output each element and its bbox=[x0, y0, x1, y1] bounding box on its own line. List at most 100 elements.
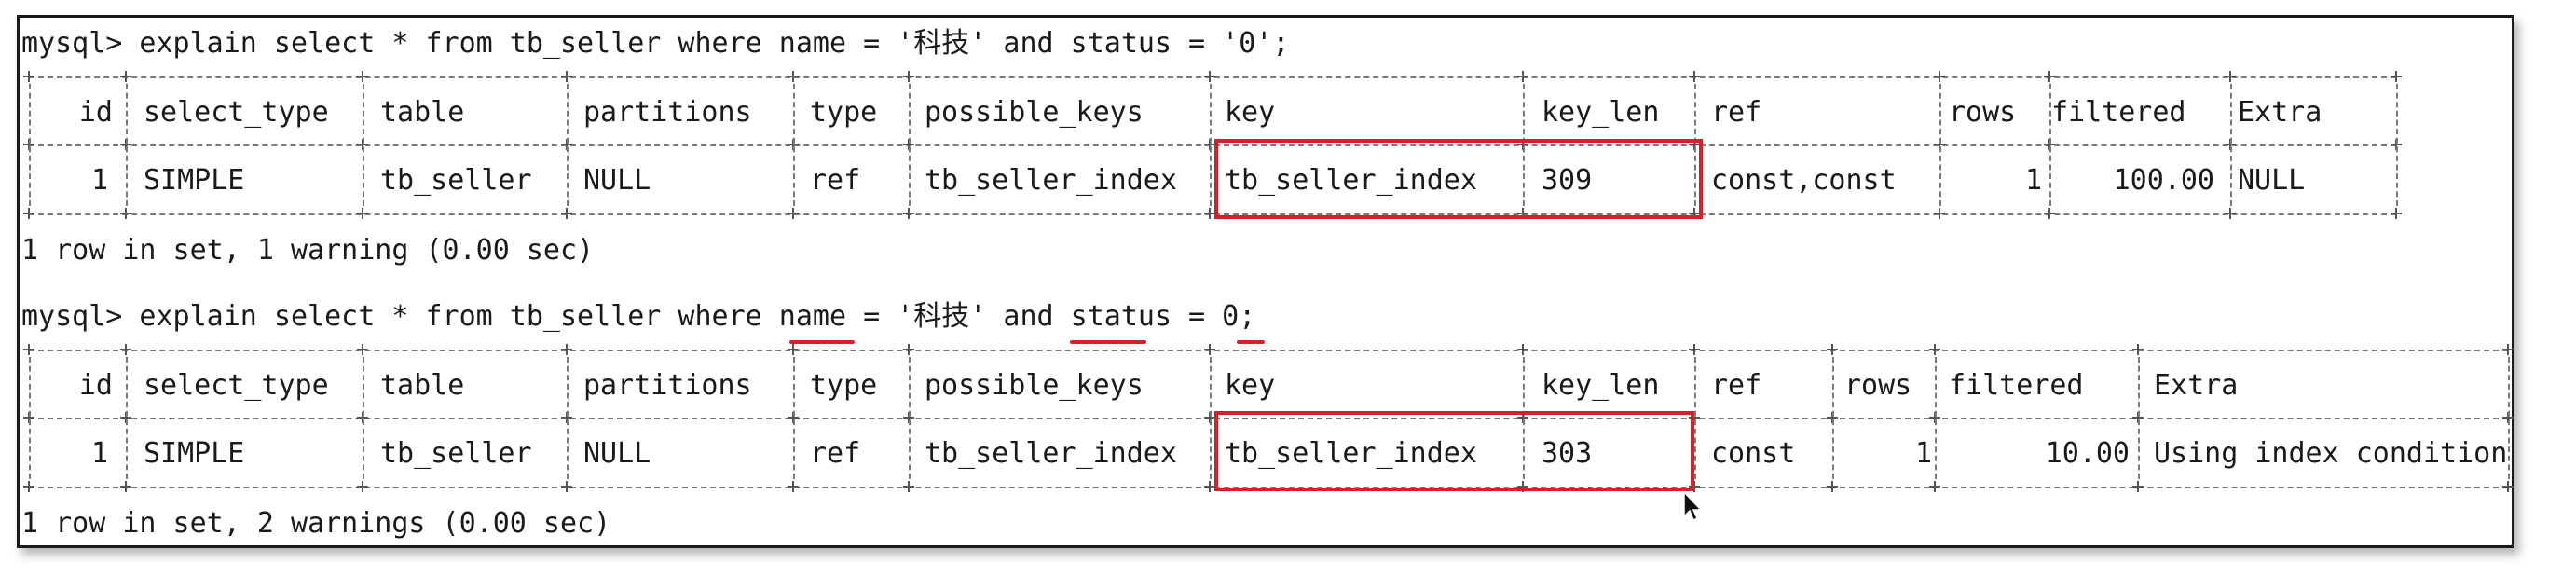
table-corner bbox=[23, 481, 34, 492]
q1-cell-select-type: SIMPLE bbox=[144, 164, 245, 197]
table-corner bbox=[120, 344, 131, 355]
q2-header-type: type bbox=[810, 369, 878, 402]
q1-cell-partitions: NULL bbox=[583, 164, 651, 197]
underline-name bbox=[789, 340, 855, 344]
q2-cell-type: ref bbox=[810, 437, 861, 470]
q1-header-rows: rows bbox=[1949, 96, 2017, 129]
table-corner bbox=[903, 208, 914, 219]
table-corner bbox=[1517, 481, 1528, 492]
table-corner bbox=[1929, 481, 1940, 492]
table-corner bbox=[788, 481, 799, 492]
table-column-divider bbox=[793, 357, 795, 479]
table-corner bbox=[1204, 481, 1215, 492]
table-corner bbox=[1204, 208, 1215, 219]
table-column-divider bbox=[793, 84, 795, 206]
table-column-divider bbox=[567, 357, 569, 479]
table-column-divider bbox=[126, 84, 128, 206]
table-column-divider bbox=[2049, 84, 2051, 206]
table-corner bbox=[1204, 344, 1215, 355]
table-column-divider bbox=[1523, 357, 1525, 479]
q1-header-filtered: filtered bbox=[2051, 96, 2186, 129]
q2-header-partitions: partitions bbox=[583, 369, 752, 402]
query1-command: mysql> explain select * from tb_seller w… bbox=[21, 27, 1290, 60]
table-corner bbox=[1517, 71, 1528, 82]
q2-cell-possible-keys: tb_seller_index bbox=[925, 437, 1177, 470]
table-corner bbox=[903, 481, 914, 492]
q1-header-key-len: key_len bbox=[1541, 96, 1660, 129]
query2-command: mysql> explain select * from tb_seller w… bbox=[21, 300, 1256, 333]
q2-cell-rows: 1 bbox=[1914, 437, 1932, 470]
table-corner bbox=[2044, 71, 2055, 82]
q2-header-select-type: select_type bbox=[144, 369, 329, 402]
table-corner bbox=[903, 71, 914, 82]
q2-cell-table: tb_seller bbox=[380, 437, 532, 470]
table-column-divider bbox=[1523, 84, 1525, 206]
table-corner bbox=[1689, 208, 1700, 219]
query1-status: 1 row in set, 1 warning (0.00 sec) bbox=[21, 234, 595, 267]
table-corner bbox=[357, 71, 368, 82]
table-corner bbox=[2391, 71, 2402, 82]
table-corner bbox=[2044, 208, 2055, 219]
table-column-divider bbox=[1694, 357, 1696, 479]
q2-header-ref: ref bbox=[1711, 369, 1762, 402]
mouse-pointer-icon bbox=[1683, 490, 1703, 522]
underline-status bbox=[1070, 340, 1146, 344]
table-column-divider bbox=[567, 84, 569, 206]
q1-header-ref: ref bbox=[1711, 96, 1762, 129]
q2-header-filtered: filtered bbox=[1949, 369, 2084, 402]
table-corner bbox=[120, 71, 131, 82]
table-column-divider bbox=[2138, 357, 2140, 479]
table-corner bbox=[23, 344, 34, 355]
table-corner bbox=[23, 71, 34, 82]
table-corner bbox=[23, 208, 34, 219]
q1-header-possible-keys: possible_keys bbox=[925, 96, 1144, 129]
q2-cell-id: 1 bbox=[90, 437, 108, 470]
table-corner bbox=[2391, 208, 2402, 219]
table-column-divider bbox=[1210, 84, 1212, 206]
table-corner bbox=[1934, 208, 1945, 219]
table-column-divider bbox=[363, 357, 364, 479]
table-column-divider bbox=[126, 357, 128, 479]
q1-header-extra: Extra bbox=[2238, 96, 2323, 129]
table-corner bbox=[2225, 71, 2236, 82]
table-column-divider bbox=[1832, 357, 1834, 479]
table-corner bbox=[561, 208, 572, 219]
table-corner bbox=[561, 344, 572, 355]
q1-header-key: key bbox=[1225, 96, 1276, 129]
table-corner bbox=[1689, 344, 1700, 355]
table-corner bbox=[2502, 481, 2514, 492]
q1-header-type: type bbox=[810, 96, 878, 129]
q1-cell-extra: NULL bbox=[2238, 164, 2306, 197]
table-column-divider bbox=[363, 84, 364, 206]
table-corner bbox=[788, 208, 799, 219]
q2-header-extra: Extra bbox=[2154, 369, 2239, 402]
query2-status: 1 row in set, 2 warnings (0.00 sec) bbox=[21, 507, 611, 540]
q1-cell-filtered: 100.00 bbox=[2113, 164, 2214, 197]
table-column-divider bbox=[909, 357, 911, 479]
table-corner bbox=[1827, 481, 1838, 492]
table-column-divider bbox=[1935, 357, 1937, 479]
q1-cell-type: ref bbox=[810, 164, 861, 197]
q1-cell-key-len: 309 bbox=[1541, 164, 1593, 197]
q1-cell-ref: const,const bbox=[1711, 164, 1897, 197]
q1-key-highlight-box bbox=[1214, 139, 1703, 219]
q2-cell-select-type: SIMPLE bbox=[144, 437, 245, 470]
table-corner bbox=[561, 71, 572, 82]
table-corner bbox=[1827, 344, 1838, 355]
q1-cell-table: tb_seller bbox=[380, 164, 532, 197]
underline-zero bbox=[1237, 340, 1265, 344]
table-corner bbox=[357, 481, 368, 492]
q1-header-table: table bbox=[380, 96, 465, 129]
table-corner bbox=[1517, 208, 1528, 219]
q1-cell-key: tb_seller_index bbox=[1225, 164, 1477, 197]
table-corner bbox=[2502, 344, 2514, 355]
q2-header-rows: rows bbox=[1844, 369, 1912, 402]
table-corner bbox=[2225, 208, 2236, 219]
table-corner bbox=[561, 481, 572, 492]
q1-cell-possible-keys: tb_seller_index bbox=[925, 164, 1177, 197]
terminal-window: mysql> explain select * from tb_seller w… bbox=[17, 15, 2514, 548]
table-corner bbox=[1689, 71, 1700, 82]
q2-cell-filtered: 10.00 bbox=[2045, 437, 2130, 470]
table-corner bbox=[357, 344, 368, 355]
table-corner bbox=[788, 344, 799, 355]
